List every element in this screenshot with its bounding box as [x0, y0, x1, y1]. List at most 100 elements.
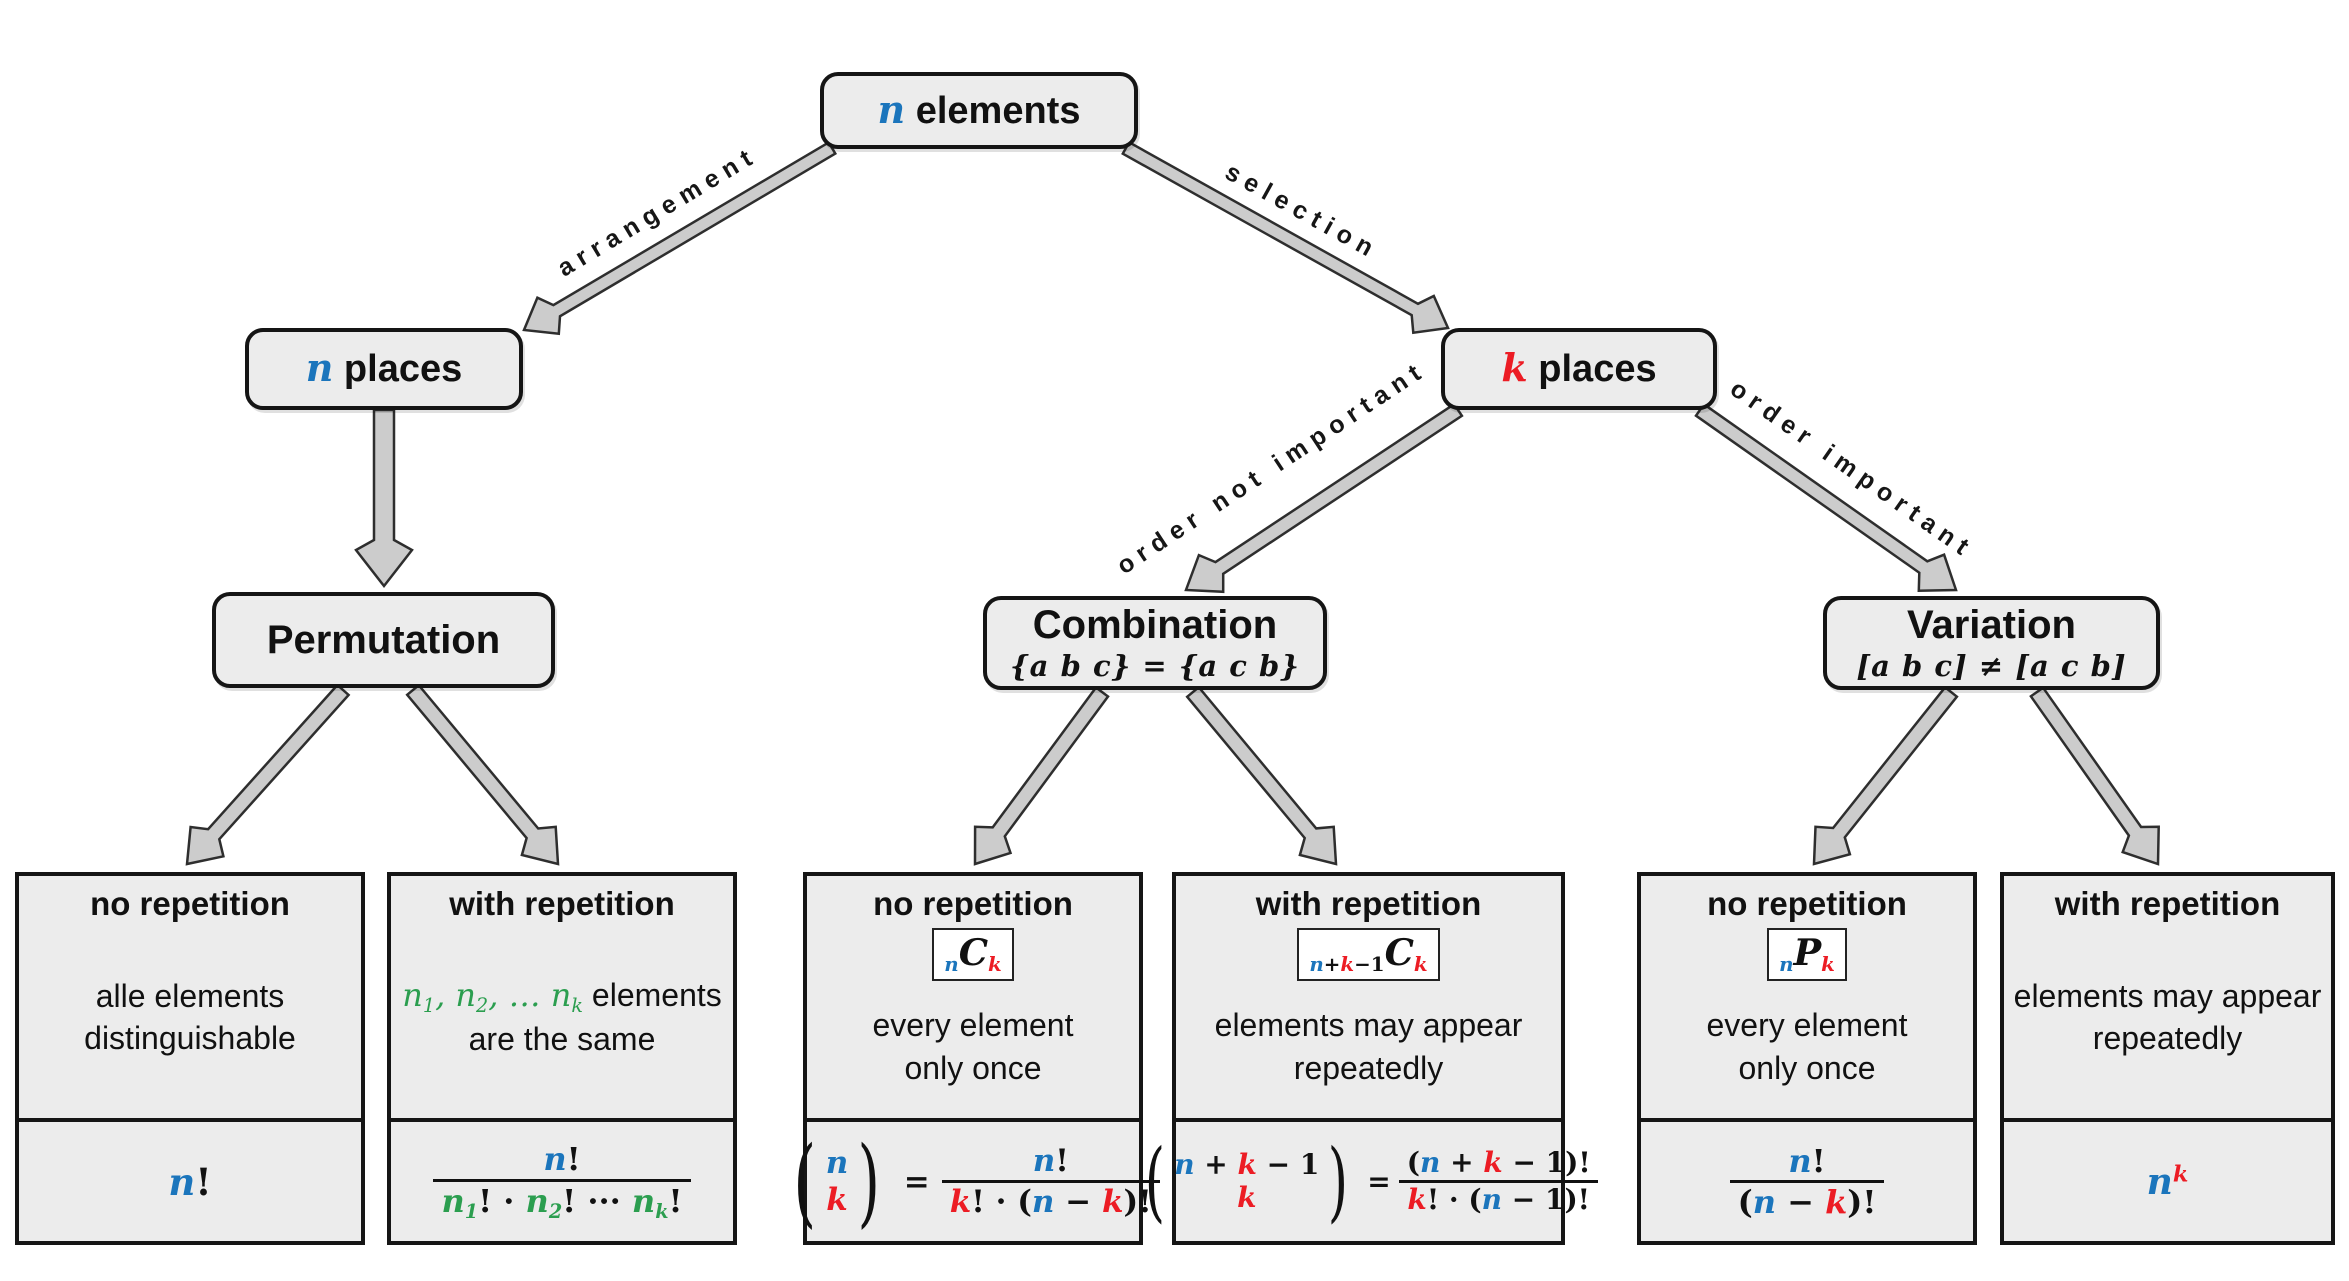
math-token: )!: [1123, 1184, 1152, 1220]
math-token: 2: [548, 1199, 563, 1223]
leaf-formula: nk: [2004, 1118, 2331, 1241]
leaf-heading: no repetition: [873, 885, 1073, 922]
leaf-formula: ( n k ) = n! k! · (n − k)!: [794, 1118, 1160, 1241]
desc-line: repeatedly: [1293, 1049, 1444, 1086]
math-token: )!: [1565, 1146, 1591, 1180]
leaf-combination-no-repetition: no repetition n Ck every element only onc…: [794, 872, 1160, 1245]
math-token: −: [1775, 1183, 1826, 1221]
math-token: places: [1527, 348, 1657, 391]
arrow-root-to-n-places: [522, 140, 838, 336]
math-token: n: [168, 1159, 196, 1204]
desc-line: n1, n2, … nk elements: [402, 974, 722, 1018]
leaf-formula: n!: [19, 1118, 361, 1241]
arrow-permutation-to-no-rep: [185, 683, 351, 866]
math-token: n: [1419, 1146, 1441, 1180]
leaf-permutation-no-repetition: no repetition alle elements distinguisha…: [15, 872, 365, 1245]
math-token: C: [958, 930, 988, 975]
math-token: n: [441, 1181, 465, 1220]
math-token: −: [1054, 1184, 1103, 1220]
leaf-description: n1, n2, … nk elements are the same: [402, 974, 722, 1061]
math-token: k: [571, 993, 584, 1017]
desc-line: distinguishable: [84, 1020, 296, 1057]
fraction-denominator: n1! · n2! ··· nk!: [433, 1178, 691, 1223]
math-token: n: [1788, 1141, 1812, 1180]
fraction-denominator: k! · (n − k)!: [941, 1180, 1160, 1221]
binomial-top: n: [826, 1145, 849, 1182]
math-token: ,: [435, 975, 456, 1014]
node-combination-title: Combination: [1032, 602, 1278, 647]
leaf-content: with repetition elements may appear repe…: [2004, 876, 2331, 1118]
leaf-description: alle elements distinguishable: [84, 975, 296, 1059]
arrow-k-places-to-variation: [1694, 402, 1958, 592]
math-token: n: [402, 975, 423, 1014]
math-token: k: [2172, 1161, 2189, 1188]
math-token: n: [543, 1140, 567, 1179]
fraction: n! (n − k)!: [1729, 1141, 1885, 1222]
math-token: k: [949, 1184, 972, 1220]
leaf-variation-no-repetition: no repetition nPk every element only onc…: [1637, 872, 1977, 1245]
math-token: 1: [422, 993, 436, 1017]
math-token: +: [1194, 1148, 1238, 1182]
math-token: !: [668, 1181, 683, 1220]
node-n-elements-label: n elements: [877, 86, 1081, 133]
math-token: k: [1237, 1148, 1257, 1182]
math-token: places: [333, 348, 463, 391]
math-token: elements: [905, 89, 1081, 132]
node-permutation: Permutation: [212, 592, 555, 688]
math-token: k: [987, 952, 1002, 977]
math-token: (: [1737, 1183, 1753, 1221]
leaf-combination-with-repetition: with repetition n+k−1Ck elements may app…: [1145, 872, 1598, 1245]
equals-sign: =: [1367, 1165, 1391, 1198]
math-token: +: [1323, 952, 1341, 977]
math-token: k: [1237, 1180, 1257, 1214]
math-token: k: [1407, 1183, 1427, 1216]
binomial-column: n k: [824, 1145, 851, 1218]
arrow-root-to-k-places: [1121, 140, 1450, 335]
desc-line: repeatedly: [2092, 1020, 2243, 1057]
math-token: ! ·: [478, 1181, 526, 1220]
math-token: !: [566, 1140, 581, 1179]
binomial-top: n + k − 1: [1174, 1149, 1319, 1181]
math-token: k: [1821, 952, 1835, 977]
desc-line: every element: [872, 1007, 1074, 1044]
node-n-places: n places: [245, 328, 523, 410]
math-token: ! ···: [562, 1181, 632, 1220]
leaf-content: with repetition n1, n2, … nk elements ar…: [391, 876, 733, 1118]
math-token: P: [1793, 930, 1822, 975]
fraction-numerator: (n + k − 1)!: [1399, 1146, 1599, 1180]
math-token: ! · (: [1426, 1183, 1482, 1216]
math-token: − 1: [1501, 1183, 1565, 1216]
arrow-n-places-to-permutation: [354, 408, 414, 589]
binomial-bottom: k: [1237, 1180, 1257, 1214]
fraction: (n + k − 1)! k! · (n − 1)!: [1399, 1146, 1599, 1216]
math-token: 2: [476, 993, 489, 1017]
fraction: n! n1! · n2! ··· nk!: [433, 1140, 691, 1223]
node-n-elements: n elements: [820, 72, 1138, 149]
math-token: k: [826, 1181, 848, 1218]
math-token: elements: [583, 976, 722, 1013]
math-token: n: [550, 975, 572, 1014]
leaf-content: no repetition alle elements distinguisha…: [19, 876, 361, 1118]
arrow-variation-to-no-rep: [1812, 685, 1959, 866]
notation-badge-nPk: nPk: [1767, 928, 1847, 982]
formula-expression: n!: [168, 1160, 211, 1204]
math-token: !: [1055, 1142, 1069, 1179]
math-token: n: [877, 86, 906, 132]
node-k-places: k places: [1441, 328, 1717, 410]
desc-line: only once: [904, 1049, 1042, 1086]
arrow-combination-to-no-rep: [973, 685, 1110, 866]
math-token: n: [1481, 1183, 1502, 1216]
binomial-column: n + k − 1 k: [1172, 1149, 1321, 1213]
leaf-heading: with repetition: [1255, 885, 1482, 922]
node-n-places-label: n places: [306, 347, 463, 391]
leaf-heading: no repetition: [1707, 885, 1907, 922]
arrow-variation-to-with-rep: [2029, 685, 2160, 866]
desc-line: only once: [1738, 1049, 1876, 1086]
math-token: ! · (: [971, 1184, 1032, 1220]
leaf-formula: ( n + k − 1 k ) = (n + k − 1)! k! · (n −…: [1145, 1118, 1598, 1241]
math-token: )!: [1847, 1183, 1877, 1221]
desc-line: every element: [1706, 1007, 1908, 1044]
math-token: !: [1811, 1141, 1826, 1180]
